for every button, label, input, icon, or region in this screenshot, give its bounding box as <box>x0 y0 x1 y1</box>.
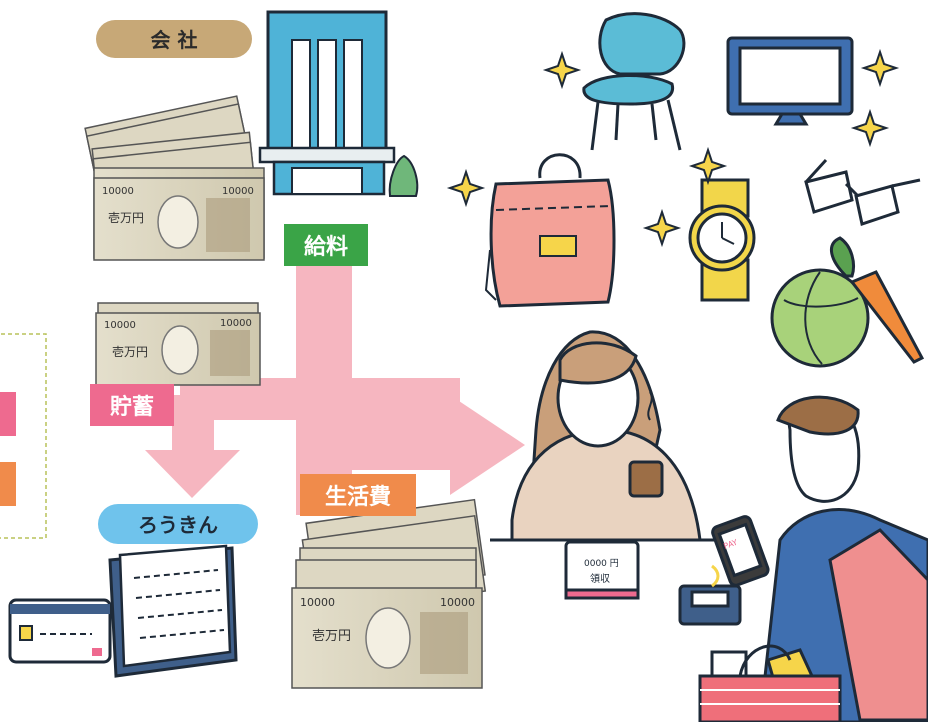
label-company-pill: 会 社 <box>96 20 252 58</box>
cash-card-icon <box>8 598 112 664</box>
denomination-text: 10000 <box>300 596 335 609</box>
salary-label: 給料 <box>304 234 348 260</box>
living-expenses-label: 生活費 <box>325 485 391 510</box>
label-rokin-pill: ろうきん <box>98 504 258 544</box>
flow-arrows <box>145 265 525 515</box>
banknote-stack-living: 10000 10000 壱万円 <box>291 498 487 689</box>
banknote-stack-top-left: 10000 10000 壱万円 <box>84 95 265 261</box>
man-paying-with-phone-icon: PAY <box>678 395 928 722</box>
denomination-text: 10000 <box>440 596 475 609</box>
sparkle-icon <box>446 48 900 248</box>
office-building-icon <box>258 10 419 197</box>
yen-text: 壱万円 <box>112 345 148 359</box>
denomination-text: 10000 <box>102 186 134 197</box>
bankbook-icon <box>108 544 238 678</box>
yen-text: 壱万円 <box>312 629 351 644</box>
label-savings: 貯蓄 <box>90 384 174 426</box>
denomination-text: 10000 <box>220 318 252 329</box>
chair-icon <box>582 12 686 151</box>
wristwatch-icon <box>688 178 756 302</box>
cabbage-icon <box>770 268 870 368</box>
savings-label: 貯蓄 <box>110 394 154 420</box>
shopping-basket-icon <box>698 644 842 722</box>
rokin-label: ろうきん <box>138 513 218 537</box>
receipt-title: 領収 <box>590 572 610 585</box>
handbag-icon <box>484 153 616 308</box>
eyeglasses-icon <box>804 158 921 226</box>
label-salary: 給料 <box>284 224 368 266</box>
company-label: 会 社 <box>151 28 198 52</box>
denomination-text: 10000 <box>104 320 136 331</box>
woman-with-coffee-icon: 0000 円 領収 <box>490 330 720 600</box>
tv-monitor-icon <box>726 36 854 126</box>
label-living-expenses: 生活費 <box>300 474 416 516</box>
carrot-icon <box>830 236 925 364</box>
banknote-savings: 10000 10000 壱万円 <box>95 302 261 386</box>
info-box <box>0 333 47 539</box>
denomination-text: 10000 <box>222 186 254 197</box>
receipt-amount: 0000 円 <box>584 558 619 569</box>
yen-text: 壱万円 <box>108 211 144 225</box>
